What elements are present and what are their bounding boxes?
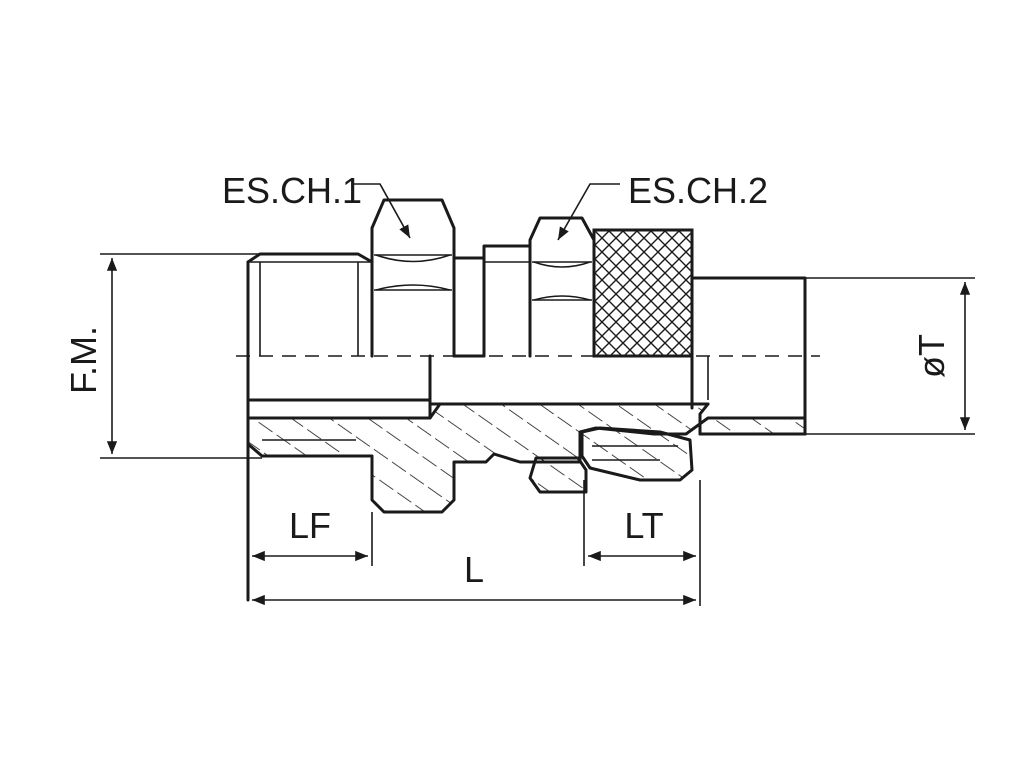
label-lt: LT bbox=[624, 505, 663, 546]
knurled-ring bbox=[592, 228, 694, 410]
leader-es-ch-2: ES.CH.2 bbox=[557, 170, 768, 241]
label-es-ch-1: ES.CH.1 bbox=[222, 170, 362, 211]
leader-es-ch-1: ES.CH.1 bbox=[222, 170, 411, 239]
label-es-ch-2: ES.CH.2 bbox=[628, 170, 768, 211]
hex-nut-1 bbox=[370, 198, 456, 358]
label-fm: F.M. bbox=[63, 326, 104, 394]
dimension-l: L bbox=[252, 549, 696, 606]
hex-nut-2 bbox=[482, 216, 596, 358]
label-l: L bbox=[464, 549, 484, 590]
label-lf: LF bbox=[289, 505, 331, 546]
dimension-fm: F.M. bbox=[63, 253, 262, 459]
sectioned-body bbox=[246, 402, 807, 514]
dimension-lf: LF bbox=[252, 505, 373, 566]
neck bbox=[452, 256, 486, 358]
dimension-lt: LT bbox=[583, 480, 701, 606]
label-tube-diameter: øT bbox=[911, 334, 952, 378]
dimension-tube-diameter: øT bbox=[805, 277, 975, 435]
